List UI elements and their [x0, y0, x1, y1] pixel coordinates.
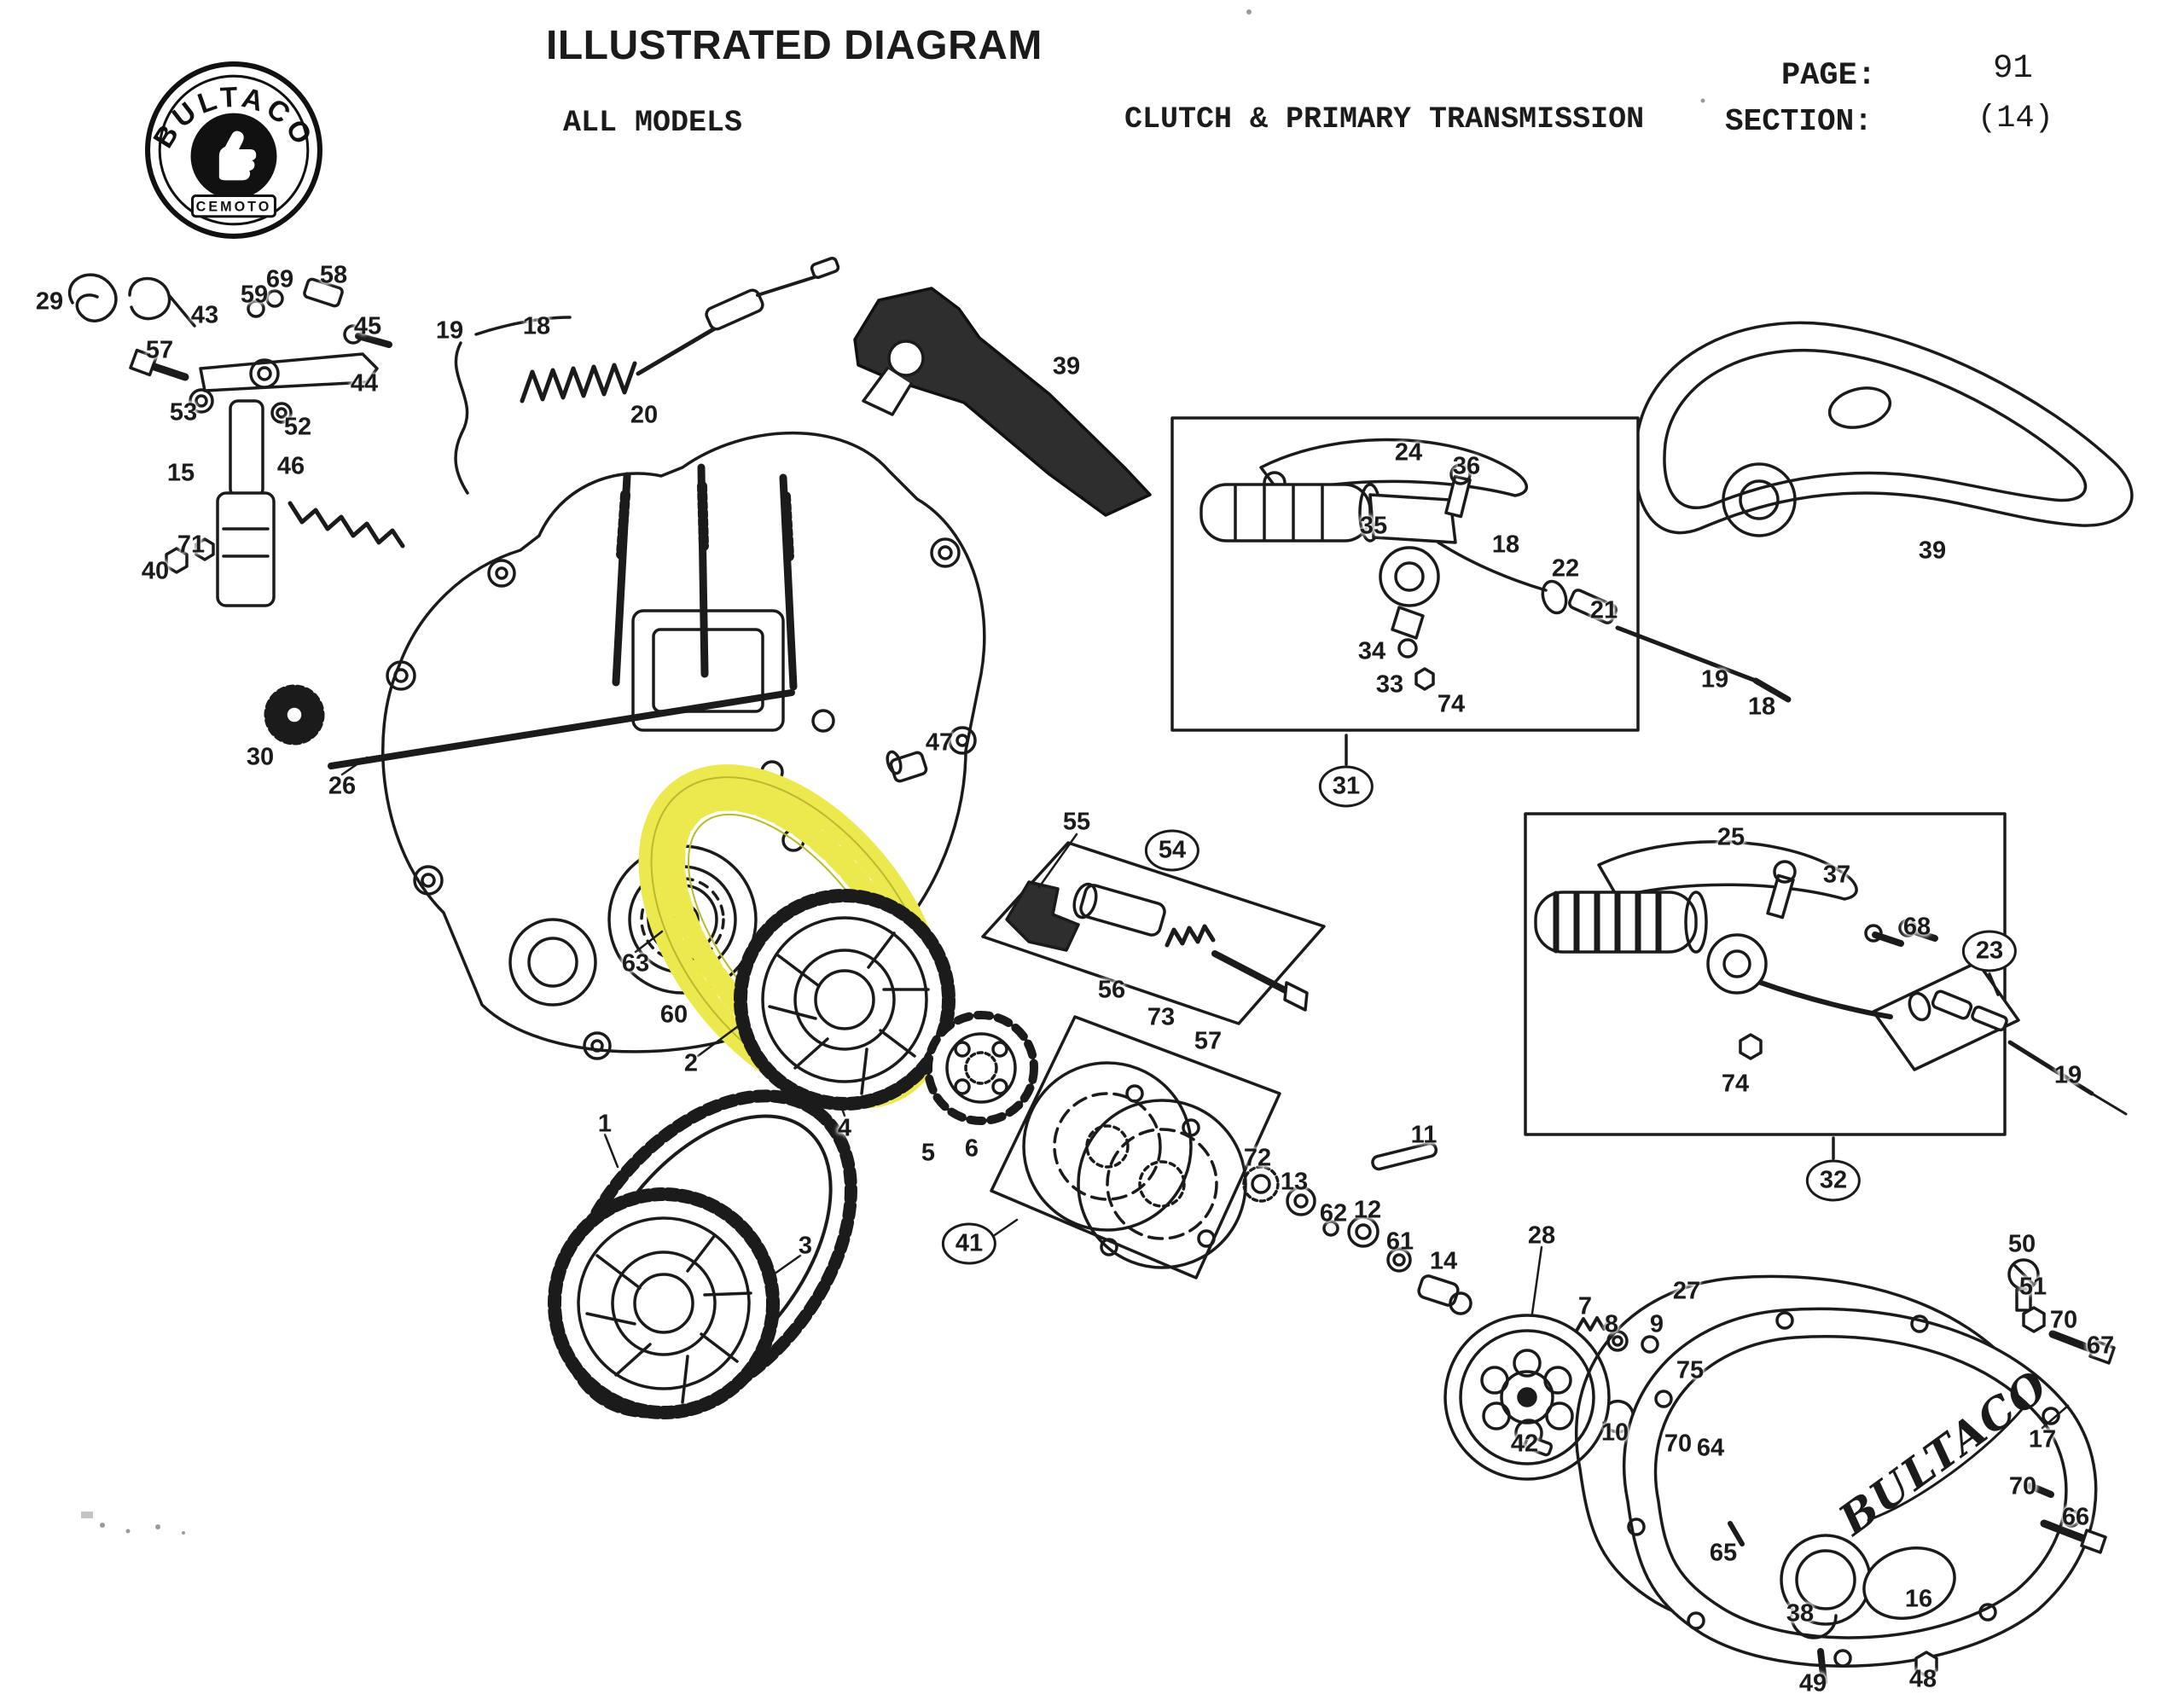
- section-title: CLUTCH & PRIMARY TRANSMISSION: [1124, 102, 1645, 136]
- release-arm-art: [853, 287, 1152, 517]
- models-label: ALL MODELS: [563, 106, 743, 140]
- pushrod-art: [264, 684, 795, 769]
- page-label: PAGE:: [1781, 58, 1877, 94]
- leader-lines-art: [340, 756, 2070, 1430]
- clutch-basket-upper-art: [734, 889, 956, 1111]
- shaft-parts-art: [1242, 1141, 1472, 1315]
- dowel-art: [886, 750, 928, 783]
- section-number: (14): [1978, 101, 2053, 136]
- section-label: SECTION:: [1725, 104, 1873, 139]
- logo-sub-text: CEMOTO: [196, 200, 272, 215]
- actuator-assembly-art: [981, 841, 1326, 1025]
- cable-spring-art: [454, 257, 840, 495]
- thumbs-up-icon: [218, 131, 257, 181]
- clutch-basket-lower-art: [548, 1187, 780, 1419]
- print-noise: [81, 9, 1705, 1535]
- pressure-plate-art: [1443, 1314, 1723, 1481]
- clutch-cover-art: [1575, 1258, 2116, 1686]
- clutch-adjuster-cluster-art: [67, 273, 405, 607]
- inset-31-art: [1170, 416, 1792, 766]
- inset-32-art: [1524, 812, 2128, 1160]
- page-title: ILLUSTRATED DIAGRAM: [546, 23, 1043, 68]
- seat-art: [1634, 321, 2134, 537]
- bultaco-logo: BULTACO CEMOTO: [143, 60, 324, 241]
- cover-brand-underline: [1867, 1406, 2025, 1522]
- clutch-plates-art: [990, 1015, 1281, 1280]
- clutch-hub-art: [924, 1011, 1038, 1125]
- page-number: 91: [1993, 49, 2033, 87]
